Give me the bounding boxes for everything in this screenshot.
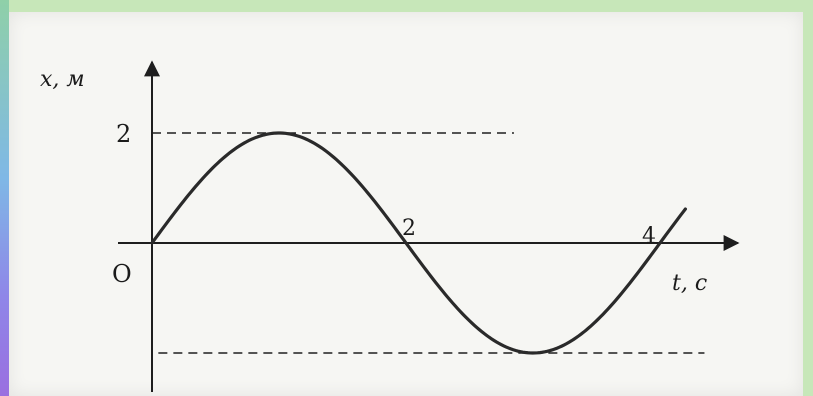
right-border: [803, 0, 813, 396]
scanned-figure: [9, 12, 803, 396]
sine-curve: [150, 131, 687, 355]
y-axis-label: x, м: [40, 67, 85, 92]
top-border: [0, 0, 813, 12]
origin-label: O: [112, 260, 132, 288]
x-axis-label: t, с: [672, 271, 707, 296]
left-gradient-strip: [0, 0, 9, 396]
x-tick-label-4: 4: [642, 224, 656, 249]
x-tick-label-2: 2: [402, 216, 416, 241]
y-tick-label-2: 2: [116, 120, 131, 148]
